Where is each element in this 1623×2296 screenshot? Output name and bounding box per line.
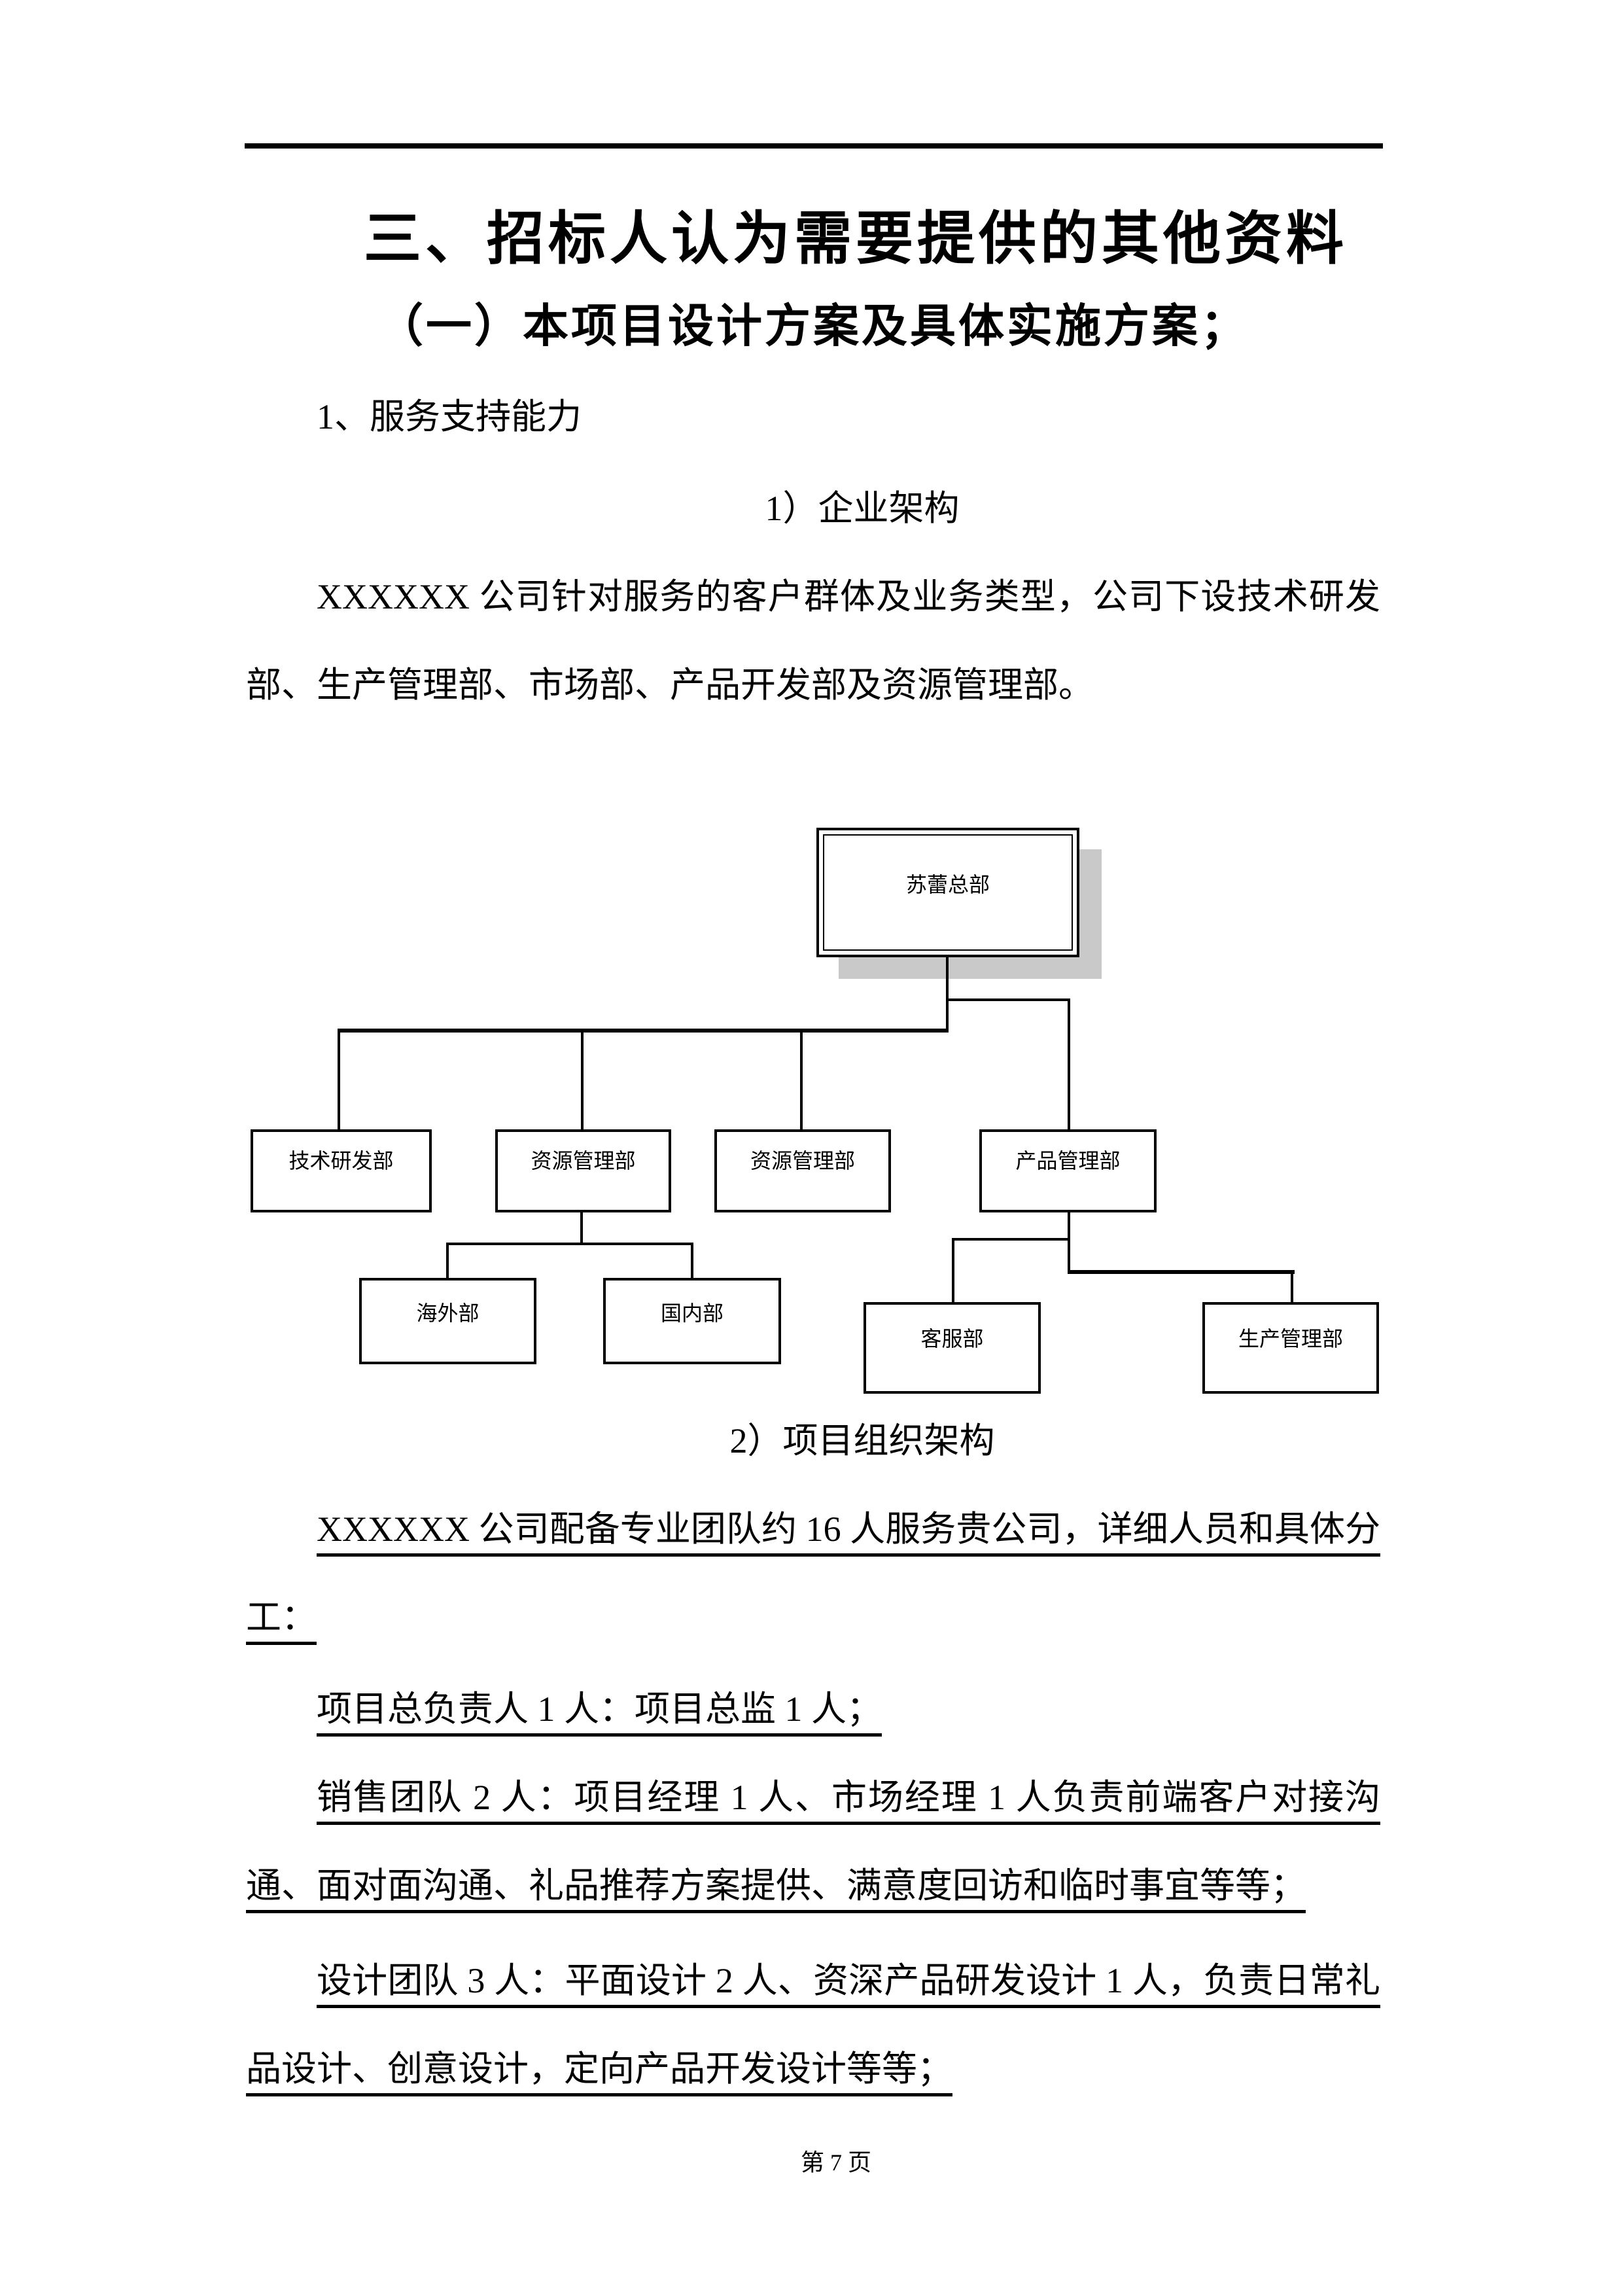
paragraph-design-team: 设计团队 3 人：平面设计 2 人、资深产品研发设计 1 人，负责日常礼品设计、… <box>246 1961 1380 2089</box>
org-box-tech-rd: 技术研发部 <box>251 1129 432 1212</box>
page-subtitle: （一）本项目设计方案及具体实施方案； <box>377 302 1249 352</box>
org-box-root: 苏蕾总部 <box>816 828 1079 957</box>
org-box-customer-service: 客服部 <box>864 1302 1041 1394</box>
connector-step-vertical <box>1068 998 1070 1129</box>
paragraph-team-leader: 项目总负责人 1 人：项目总监 1 人； <box>317 1689 882 1729</box>
connector-resource-branch <box>446 1243 693 1245</box>
org-box-product-mgmt: 产品管理部 <box>979 1129 1157 1212</box>
paragraph-team-overview: XXXXXX 公司配备专业团队约 16 人服务贵公司，详细人员和具体分工： <box>246 1510 1380 1637</box>
connector-drop-tech-rd <box>338 1031 340 1129</box>
connector-drop-production <box>1291 1270 1293 1302</box>
paragraph-sales-team: 销售团队 2 人：项目经理 1 人、市场经理 1 人负责前端客户对接沟通、面对面… <box>246 1778 1380 1905</box>
connector-trunk-vertical <box>946 957 949 1031</box>
heading-project-structure: 2）项目组织架构 <box>729 1421 995 1460</box>
heading-service-capability: 1、服务支持能力 <box>317 397 582 436</box>
page-title: 三、招标人认为需要提供的其他资料 <box>363 208 1348 272</box>
connector-product-branch-left <box>952 1238 1070 1241</box>
paragraph-company-intro: XXXXXX 公司针对服务的客户群体及业务类型，公司下设技术研发部、生产管理部、… <box>246 577 1380 705</box>
org-box-domestic: 国内部 <box>603 1278 781 1364</box>
heading-enterprise-structure: 1）企业架构 <box>765 489 960 528</box>
connector-drop-overseas <box>446 1243 449 1278</box>
connector-product-stem <box>1068 1212 1070 1273</box>
connector-step-horizontal <box>946 998 1070 1001</box>
connector-drop-resource-1 <box>581 1031 584 1129</box>
connector-resource-stem <box>580 1212 583 1244</box>
org-box-resource-mgmt-2: 资源管理部 <box>714 1129 891 1212</box>
connector-drop-customer-service <box>952 1238 954 1302</box>
header-rule <box>245 143 1383 149</box>
org-box-resource-mgmt-1: 资源管理部 <box>495 1129 671 1212</box>
connector-drop-resource-2 <box>800 1031 803 1129</box>
org-box-root-label: 苏蕾总部 <box>823 834 1073 951</box>
connector-main-horizontal <box>338 1029 949 1033</box>
org-box-overseas: 海外部 <box>359 1278 536 1364</box>
org-chart: 苏蕾总部 技术研发部 资源管理部 资源管理部 产品管理部 海外部 国内部 客服部… <box>0 818 1623 1407</box>
org-box-production-mgmt: 生产管理部 <box>1202 1302 1379 1394</box>
page-footer: 第 7 页 <box>800 2149 871 2176</box>
connector-product-branch-right <box>1068 1270 1295 1274</box>
connector-drop-domestic <box>691 1243 693 1278</box>
